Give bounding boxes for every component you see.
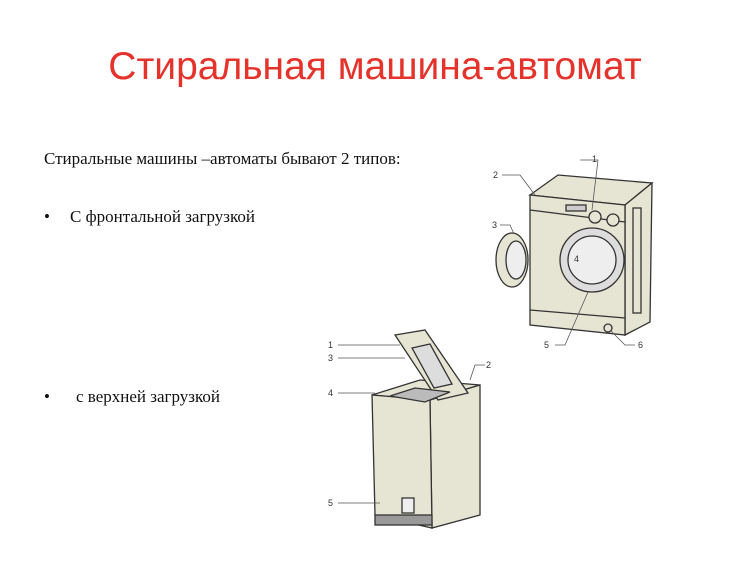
slide-title: Стиральная машина-автомат	[108, 45, 642, 88]
label-2: 2	[486, 360, 491, 370]
label-4: 4	[574, 254, 579, 264]
label-6: 6	[638, 340, 643, 350]
label-5: 5	[544, 340, 549, 350]
label-3: 3	[492, 220, 497, 230]
top-loader-illustration: 1 3 4 2 5	[328, 329, 491, 529]
intro-text: Стиральные машины –автоматы бывают 2 тип…	[44, 149, 401, 168]
label-5: 5	[328, 498, 333, 508]
label-3: 3	[328, 353, 333, 363]
label-1: 1	[592, 154, 597, 164]
label-4: 4	[328, 388, 333, 398]
bullet-top-loading: с верхней загрузкой	[76, 387, 220, 406]
front-loader-illustration: 1 2 3 4 5 6	[492, 154, 654, 350]
bullet-front-loading: С фронтальной загрузкой	[70, 207, 255, 226]
bullet-marker: •	[44, 387, 50, 406]
label-1: 1	[328, 340, 333, 350]
label-2: 2	[493, 170, 498, 180]
bullet-marker: •	[44, 207, 50, 226]
